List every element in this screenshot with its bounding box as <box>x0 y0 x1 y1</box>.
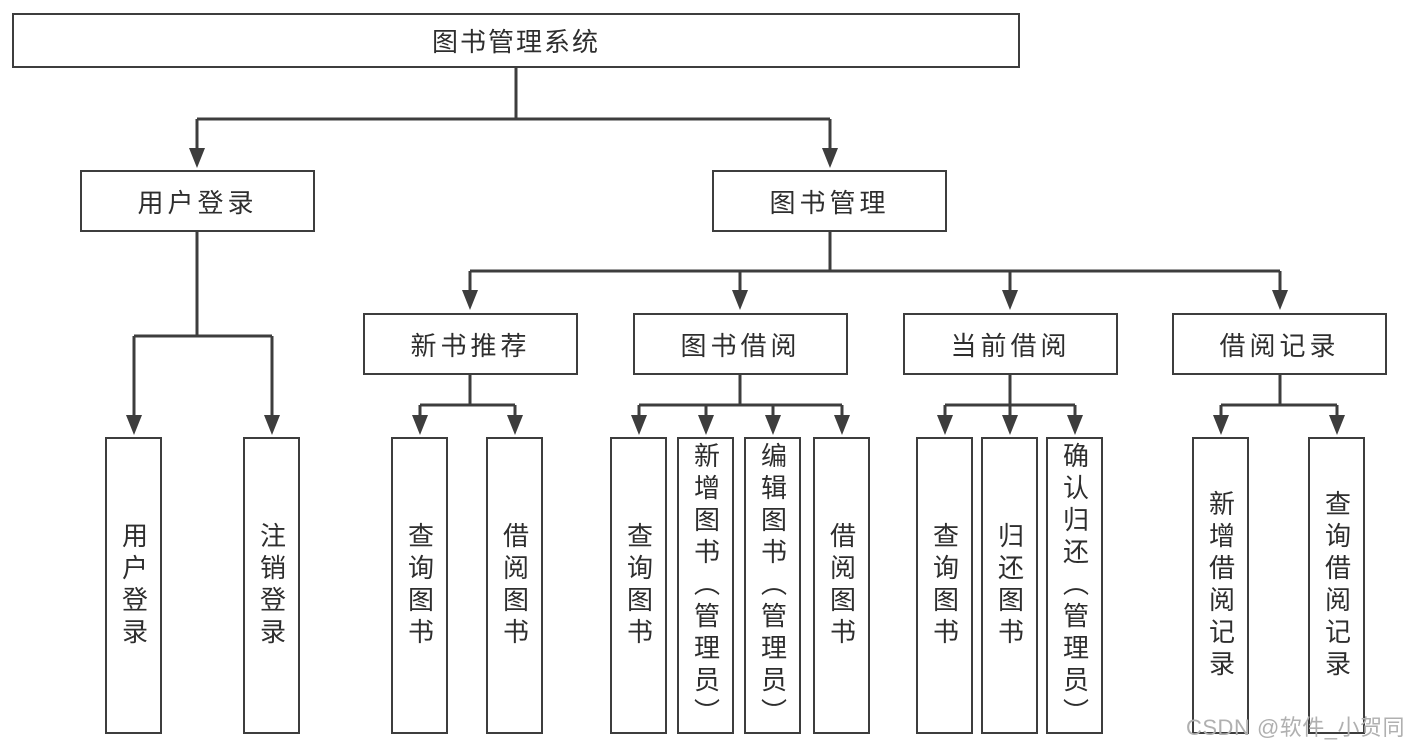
leaf-user-login-label: 用户登录 <box>118 521 149 650</box>
leaf-query-books-rec: 查询图书 <box>391 437 448 734</box>
leaf-query-books-borrow-label: 查询图书 <box>623 521 654 650</box>
node-user-login: 用户登录 <box>80 170 315 232</box>
leaf-add-borrow-record: 新增借阅记录 <box>1192 437 1249 734</box>
node-book-borrow: 图书借阅 <box>633 313 848 375</box>
leaf-query-books-rec-label: 查询图书 <box>404 521 435 650</box>
leaf-add-books-admin: 新增图书（管理员） <box>677 437 734 734</box>
leaf-query-books-borrow: 查询图书 <box>610 437 667 734</box>
node-borrow-record: 借阅记录 <box>1172 313 1387 375</box>
leaf-edit-books-admin-label: 编辑图书（管理员） <box>757 441 788 730</box>
leaf-query-books-current: 查询图书 <box>916 437 973 734</box>
node-book-borrow-label: 图书借阅 <box>680 330 801 361</box>
leaf-add-borrow-record-label: 新增借阅记录 <box>1205 489 1236 682</box>
node-book-management: 图书管理 <box>712 170 947 232</box>
leaf-confirm-return-admin-label: 确认归还（管理员） <box>1059 441 1090 730</box>
leaf-user-login: 用户登录 <box>105 437 162 734</box>
leaf-borrow-books-rec: 借阅图书 <box>486 437 543 734</box>
leaf-edit-books-admin: 编辑图书（管理员） <box>744 437 801 734</box>
leaf-return-books-label: 归还图书 <box>994 521 1025 650</box>
node-borrow-record-label: 借阅记录 <box>1219 330 1340 361</box>
leaf-return-books: 归还图书 <box>981 437 1038 734</box>
leaf-query-borrow-record-label: 查询借阅记录 <box>1321 489 1352 682</box>
node-current-borrow-label: 当前借阅 <box>950 330 1071 361</box>
leaf-logout-label: 注销登录 <box>256 521 287 650</box>
watermark: CSDN @软件_小贺同学 <box>1186 715 1405 740</box>
leaf-query-books-current-label: 查询图书 <box>929 521 960 650</box>
leaf-confirm-return-admin: 确认归还（管理员） <box>1046 437 1103 734</box>
leaf-add-books-admin-label: 新增图书（管理员） <box>690 441 721 730</box>
node-library-system-label: 图书管理系统 <box>431 27 600 57</box>
node-new-book-recommend: 新书推荐 <box>363 313 578 375</box>
leaf-borrow-books: 借阅图书 <box>813 437 870 734</box>
leaf-borrow-books-label: 借阅图书 <box>826 521 857 650</box>
leaf-query-borrow-record: 查询借阅记录 <box>1308 437 1365 734</box>
leaf-borrow-books-rec-label: 借阅图书 <box>499 521 530 650</box>
node-new-book-recommend-label: 新书推荐 <box>410 330 531 361</box>
node-current-borrow: 当前借阅 <box>903 313 1118 375</box>
node-library-system: 图书管理系统 <box>12 13 1020 68</box>
trunk-lines <box>134 68 1337 407</box>
leaf-logout: 注销登录 <box>243 437 300 734</box>
node-book-management-label: 图书管理 <box>769 187 890 218</box>
node-user-login-label: 用户登录 <box>137 187 258 218</box>
